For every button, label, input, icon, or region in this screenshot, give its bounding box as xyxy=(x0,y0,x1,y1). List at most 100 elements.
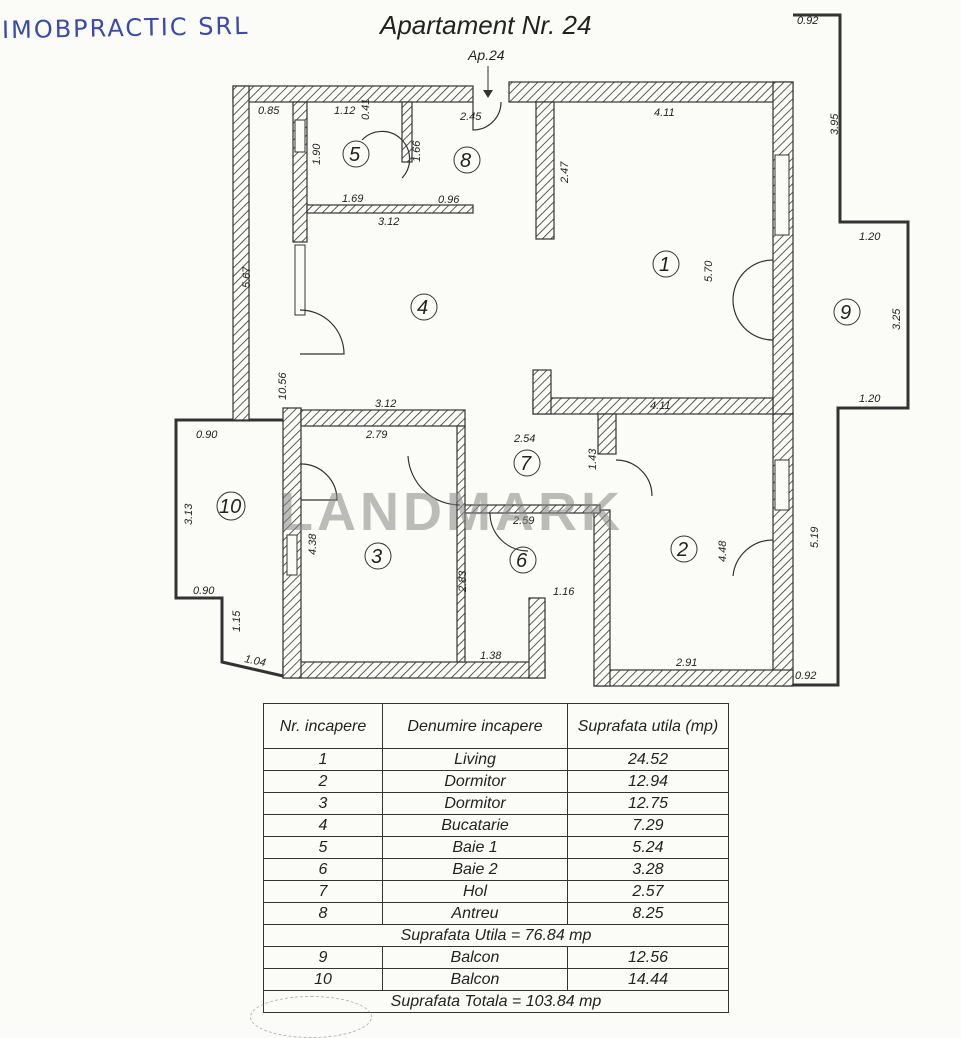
cell-nr: 1 xyxy=(263,748,383,771)
table-header-row: Nr. incapere Denumire incapere Suprafata… xyxy=(263,703,729,749)
cell-nr: 7 xyxy=(263,880,383,903)
dim-label: 0.90 xyxy=(196,429,218,441)
table-row: 7 Hol 2.57 xyxy=(263,880,729,903)
cell-nr: 4 xyxy=(263,814,383,837)
table-row: 10 Balcon 14.44 xyxy=(263,968,729,991)
cell-nr: 10 xyxy=(263,968,383,991)
room-3-number: 3 xyxy=(371,546,382,568)
stamp-mark xyxy=(250,996,372,1038)
cell-area: 7.29 xyxy=(567,814,729,837)
cell-area: 12.75 xyxy=(567,792,729,815)
cell-area: 3.28 xyxy=(567,858,729,881)
grand-total: Suprafata Totala = 103.84 mp xyxy=(263,990,729,1013)
dim-label: 0.92 xyxy=(795,670,816,682)
cell-name: Hol xyxy=(382,880,568,903)
table-row: 1 Living 24.52 xyxy=(263,748,729,771)
dim-label: 0.96 xyxy=(438,194,460,206)
room-10-number: 10 xyxy=(219,496,241,518)
dim-label: 1.66 xyxy=(411,140,423,162)
table-row: 8 Antreu 8.25 xyxy=(263,902,729,925)
table-row: 6 Baie 2 3.28 xyxy=(263,858,729,881)
cell-area: 14.44 xyxy=(567,968,729,991)
dim-label: 1.12 xyxy=(334,105,355,117)
table-row: 4 Bucatarie 7.29 xyxy=(263,814,729,837)
dim-label: 3.13 xyxy=(183,503,195,525)
cell-name: Bucatarie xyxy=(382,814,568,837)
page-title: Apartament Nr. 24 xyxy=(380,10,592,40)
table-row: 5 Baie 1 5.24 xyxy=(263,836,729,859)
dim-label: 2.79 xyxy=(365,429,387,441)
cell-area: 12.94 xyxy=(567,770,729,793)
cell-name: Living xyxy=(382,748,568,771)
cell-name: Baie 1 xyxy=(382,836,568,859)
dim-label: 1.20 xyxy=(859,231,881,243)
cell-area: 12.56 xyxy=(567,946,729,969)
cell-name: Antreu xyxy=(382,902,568,925)
cell-name: Dormitor xyxy=(382,770,568,793)
cell-nr: 6 xyxy=(263,858,383,881)
entrance-arrow-head xyxy=(483,90,493,98)
dim-label: 1.69 xyxy=(342,193,363,205)
room-9-number: 9 xyxy=(840,302,851,324)
dim-label: 10.56 xyxy=(277,372,289,400)
dim-label: 3.25 xyxy=(891,308,903,330)
dim-label: 5.19 xyxy=(809,527,821,548)
dim-label: 5.70 xyxy=(703,260,715,282)
dim-label: 2.59 xyxy=(512,515,534,527)
dim-label: 1.43 xyxy=(587,448,599,470)
cell-name: Balcon xyxy=(382,968,568,991)
grand-total-row: Suprafata Totala = 103.84 mp xyxy=(263,990,729,1013)
room-4-number: 4 xyxy=(417,297,428,319)
room-5-number: 5 xyxy=(349,144,361,166)
useful-total-row: Suprafata Utila = 76.84 mp xyxy=(263,924,729,947)
dim-label: 2.83 xyxy=(457,570,469,593)
cell-nr: 5 xyxy=(263,836,383,859)
dim-label: 0.90 xyxy=(193,585,215,597)
dim-label: 0.85 xyxy=(258,105,280,117)
dim-label: 4.11 xyxy=(654,107,675,119)
room-1-number: 1 xyxy=(659,254,670,276)
dim-label: 2.54 xyxy=(513,433,535,445)
dim-label: 2.45 xyxy=(459,111,482,123)
useful-total: Suprafata Utila = 76.84 mp xyxy=(263,924,729,947)
dim-label: 2.91 xyxy=(675,657,697,669)
dim-label: 4.11 xyxy=(650,400,671,412)
cell-nr: 8 xyxy=(263,902,383,925)
doors xyxy=(299,101,774,577)
dim-label: 4.38 xyxy=(307,533,319,555)
room-8-number: 8 xyxy=(460,150,471,172)
dim-label: 3.12 xyxy=(375,398,396,410)
rooms-table: Nr. incapere Denumire incapere Suprafata… xyxy=(263,703,729,1013)
room-6-number: 6 xyxy=(516,550,528,572)
table-row: 9 Balcon 12.56 xyxy=(263,946,729,969)
cell-area: 5.24 xyxy=(567,836,729,859)
watermark: LANDMARK xyxy=(280,482,624,542)
interior-walls xyxy=(292,101,617,663)
room-markers xyxy=(216,140,861,574)
dim-label: 0.41 xyxy=(360,99,372,120)
dim-label: 5.67 xyxy=(241,266,253,288)
balcony-9-outline xyxy=(793,13,910,687)
table-header-name: Denumire incapere xyxy=(382,703,568,749)
cell-name: Baie 2 xyxy=(382,858,568,881)
table-header-nr: Nr. incapere xyxy=(263,703,383,749)
cell-area: 2.57 xyxy=(567,880,729,903)
dim-label: 1.15 xyxy=(231,610,243,632)
windows xyxy=(286,119,790,576)
dim-label: 1.04 xyxy=(243,653,266,669)
dim-label: 1.16 xyxy=(553,586,575,598)
cell-name: Balcon xyxy=(382,946,568,969)
balcony-10-outline xyxy=(174,418,290,678)
dim-label: 1.38 xyxy=(480,650,502,662)
cell-nr: 2 xyxy=(263,770,383,793)
room-7-number: 7 xyxy=(520,453,532,475)
entrance-label: Ap.24 xyxy=(467,47,505,63)
cell-area: 8.25 xyxy=(567,902,729,925)
cell-name: Dormitor xyxy=(382,792,568,815)
cell-nr: 9 xyxy=(263,946,383,969)
dim-label: 3.95 xyxy=(829,113,841,135)
dimension-labels: 0.92 3.95 0.85 1.12 0.41 1.90 1.66 2.45 … xyxy=(183,15,903,682)
cell-nr: 3 xyxy=(263,792,383,815)
dim-label: 1.90 xyxy=(311,143,323,165)
table-header-area: Suprafata utila (mp) xyxy=(567,703,729,749)
